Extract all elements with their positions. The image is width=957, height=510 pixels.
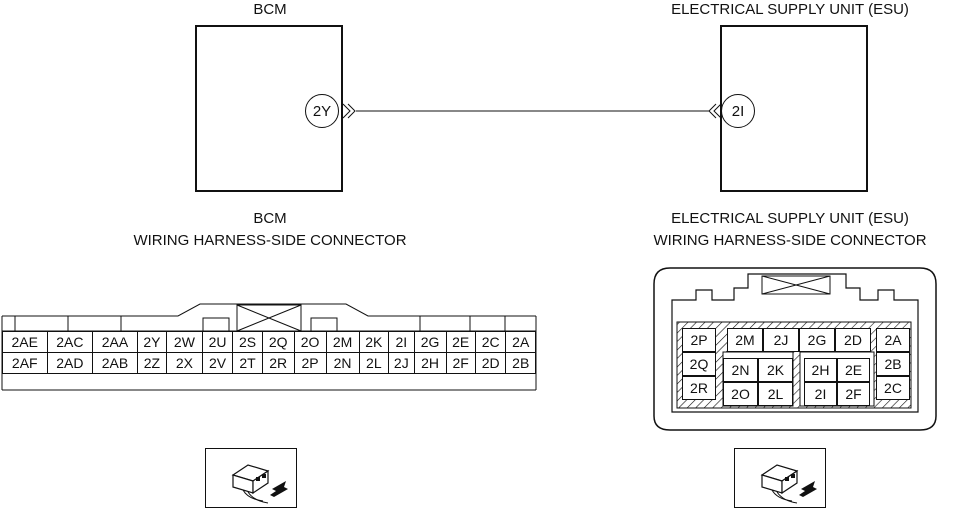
esu-pin-cell: 2O [723, 382, 758, 406]
bcm-pin-cell: 2G [413, 331, 447, 353]
bcm-pin-cell: 2N [325, 352, 360, 374]
bcm-connector-title-1: BCM [253, 210, 287, 227]
esu-pin-2i: 2I [721, 94, 755, 128]
bcm-pin-cell: 2D [474, 352, 507, 374]
esu-connector-title-2: WIRING HARNESS-SIDE CONNECTOR [653, 232, 927, 249]
esu-pin-cell: 2C [876, 376, 910, 400]
bcm-pin-cell: 2AB [92, 352, 138, 374]
bcm-pin-cell: 2Z [136, 352, 168, 374]
connector-view-arrow-icon [231, 464, 288, 504]
bcm-pin-cell: 2T [232, 352, 263, 374]
connector-view-arrow-icon [760, 464, 817, 504]
bcm-pin-cell: 2R [261, 352, 295, 374]
bcm-pin-cell: 2AE [2, 331, 48, 353]
bcm-pin-cell: 2B [505, 352, 536, 374]
esu-pin-label: 2I [731, 102, 745, 120]
esu-pin-cell: 2G [799, 328, 835, 352]
bcm-pin-cell: 2M [325, 331, 360, 353]
bcm-connector-title-2: WIRING HARNESS-SIDE CONNECTOR [133, 232, 407, 249]
bcm-terminal-chevron [342, 103, 351, 119]
esu-pin-cell: 2J [763, 328, 799, 352]
esu-pin-cell: 2P [682, 328, 716, 352]
esu-terminal-chevron-2 [713, 103, 722, 119]
bcm-pin-cell: 2W [166, 331, 203, 353]
esu-title: ELECTRICAL SUPPLY UNIT (ESU) [671, 1, 909, 18]
esu-pin-cell: 2N [723, 358, 758, 382]
bcm-pin-cell: 2L [358, 352, 390, 374]
esu-pin-cell: 2R [682, 376, 716, 400]
bcm-pin-cell: 2AD [46, 352, 94, 374]
bcm-title: BCM [253, 1, 287, 18]
esu-connector-view-icon [734, 448, 826, 508]
bcm-pin-cell: 2F [445, 352, 476, 374]
bcm-pin-cell: 2X [166, 352, 203, 374]
esu-pin-cell: 2B [876, 352, 910, 376]
bcm-pin-cell: 2Y [136, 331, 168, 353]
bcm-pin-cell: 2A [505, 331, 536, 353]
esu-pin-cell: 2I [804, 382, 837, 406]
bcm-pin-cell: 2E [445, 331, 476, 353]
esu-pin-cell: 2E [837, 358, 870, 382]
bcm-pin-cell: 2AF [2, 352, 48, 374]
bcm-terminal-chevron-2 [347, 103, 356, 119]
esu-terminal-chevron [708, 103, 717, 119]
bcm-pin-label: 2Y [312, 102, 332, 120]
bcm-pin-cell: 2O [293, 331, 327, 353]
bcm-pin-cell: 2AC [46, 331, 94, 353]
esu-pin-cell: 2H [804, 358, 837, 382]
esu-pin-cell: 2Q [682, 352, 716, 376]
esu-pin-cell: 2L [758, 382, 793, 406]
esu-pin-cell: 2F [837, 382, 870, 406]
esu-pin-cell: 2A [876, 328, 910, 352]
bcm-box [195, 25, 343, 192]
bcm-pin-2y: 2Y [305, 94, 339, 128]
bcm-pin-cell: 2U [201, 331, 234, 353]
esu-connector-title-1: ELECTRICAL SUPPLY UNIT (ESU) [671, 210, 909, 227]
bcm-connector-view-icon [205, 448, 297, 508]
esu-pin-cell: 2D [835, 328, 871, 352]
esu-pin-cell: 2M [727, 328, 763, 352]
esu-pin-cell: 2K [758, 358, 793, 382]
